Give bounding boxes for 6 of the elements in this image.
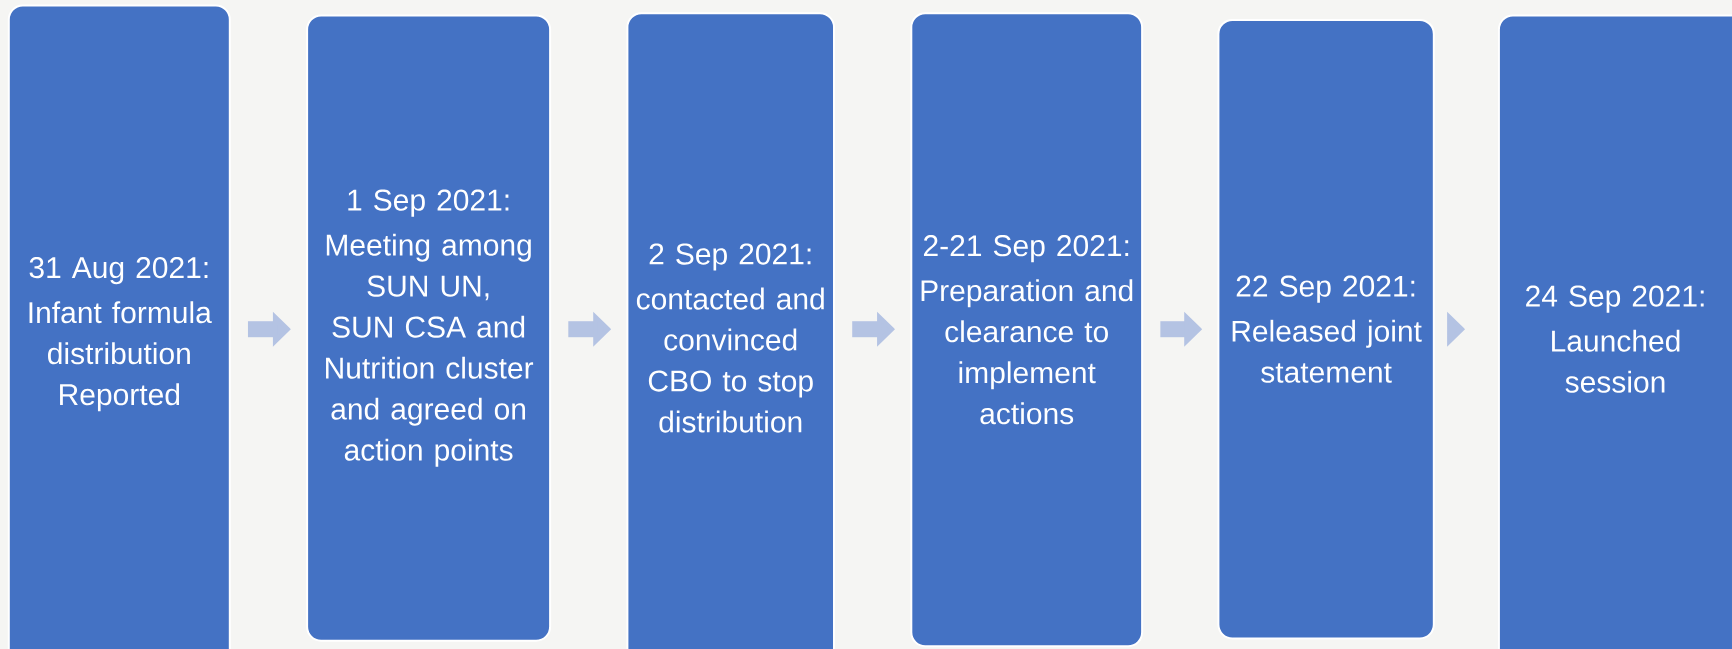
event-box: 24 Sep 2021: Launched session bbox=[1497, 14, 1732, 649]
event-box: 2 Sep 2021: contacted and convinced CBO to stop distribution bbox=[626, 12, 835, 649]
event-box: 1 Sep 2021: Meeting among SUN UN, SUN CSA and Nutrition cluster and agreed on action points bbox=[306, 14, 552, 642]
event-box: 22 Sep 2021: Released joint statement bbox=[1217, 18, 1435, 640]
event-box: 31 Aug 2021: Infant formula distribution Reported bbox=[7, 4, 231, 649]
event-box: 2-21 Sep 2021: Preparation and clearance to implement actions bbox=[910, 12, 1144, 648]
